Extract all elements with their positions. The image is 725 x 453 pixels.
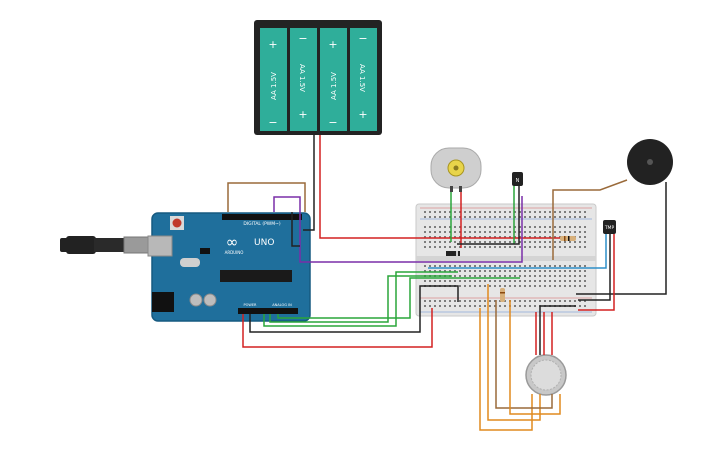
wire-black [576,182,667,295]
battery-cell: − AA 1.5V + [350,28,377,131]
capacitor [203,293,217,307]
board-model: UNO [254,238,274,248]
wire-black [249,285,459,333]
wire-red [242,308,433,348]
wire-brown [227,182,306,212]
battery-pack[interactable]: + AA 1.5V − − AA 1.5V + + AA 1.5V − − AA… [254,20,382,135]
wire-black [578,234,611,301]
arduino-logo-icon: ∞ [226,233,239,251]
svg-text:−: − [268,116,277,129]
temperature-sensor[interactable]: TMP [603,220,616,234]
analog-header-label: ANALOG IN [272,303,292,307]
svg-text:+: + [328,38,337,51]
crystal [180,258,200,267]
wire-green [269,275,452,323]
wire-green [263,271,458,327]
usb-port[interactable] [147,235,173,257]
brand-name: ARDUINO [225,250,244,255]
transistor-label: N [516,178,520,184]
svg-text:−: − [358,32,367,45]
wire-red [319,135,560,239]
wire-blue [428,234,607,269]
svg-text:−: − [298,32,307,45]
temp-sensor-label: TMP [604,225,615,231]
svg-text:+: + [268,38,277,51]
gas-sensor[interactable] [525,354,567,396]
resistor[interactable] [500,288,505,302]
wire-red [578,234,615,311]
breadboard[interactable] [415,203,597,317]
power-jack[interactable] [152,292,174,312]
svg-text:−: − [328,116,337,129]
svg-text:AA 1.5V: AA 1.5V [358,64,366,92]
wire-orange [479,308,533,431]
usb-cable [60,236,150,254]
icsp-header [200,248,210,254]
wires [227,135,667,431]
wire-black [303,135,315,231]
wire-brown [552,179,628,260]
svg-text:+: + [298,108,307,121]
diode[interactable] [446,251,460,256]
wire-black [457,186,520,245]
battery-cell: + AA 1.5V − [260,28,287,131]
power-analog-header[interactable] [238,308,298,314]
microcontroller-chip [220,270,292,282]
digital-header[interactable] [222,214,302,220]
power-header-label: POWER [244,303,258,307]
svg-text:AA 1.5V: AA 1.5V [298,64,306,92]
svg-text:AA 1.5V: AA 1.5V [330,72,338,100]
wire-black [539,305,576,355]
wire-green [277,277,520,319]
wire-black [291,212,300,247]
wire-orange [509,300,561,415]
dc-motor[interactable] [430,147,482,192]
svg-text:AA 1.5V: AA 1.5V [270,72,278,100]
wire-purple [273,196,523,263]
wire-orange [487,284,541,421]
transistor[interactable]: N [512,172,523,186]
piezo-buzzer[interactable] [627,139,673,185]
svg-text:+: + [358,108,367,121]
capacitor [189,293,203,307]
digital-header-label: DIGITAL (PWM~) [243,221,281,227]
resistor[interactable] [560,236,576,241]
wire-brown [495,300,553,409]
battery-cell: − AA 1.5V + [290,28,317,131]
battery-cell: + AA 1.5V − [320,28,347,131]
arduino-uno-board[interactable]: DIGITAL (PWM~) ∞ UNO ARDUINO POWER ANALO… [147,212,311,322]
reset-button[interactable] [172,218,182,228]
